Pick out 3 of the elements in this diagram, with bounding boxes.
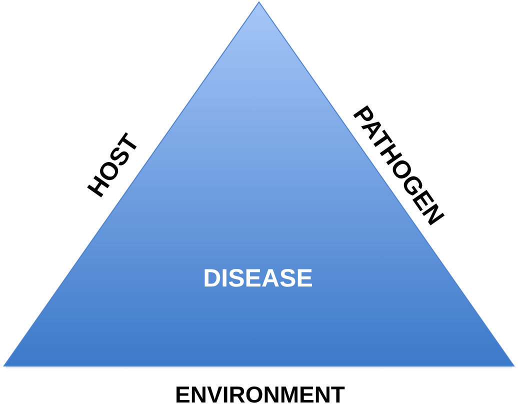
triangle-label: DISEASE xyxy=(203,266,313,292)
side-label: ENVIRONMENT xyxy=(175,384,345,406)
triangle-shape xyxy=(4,2,514,370)
